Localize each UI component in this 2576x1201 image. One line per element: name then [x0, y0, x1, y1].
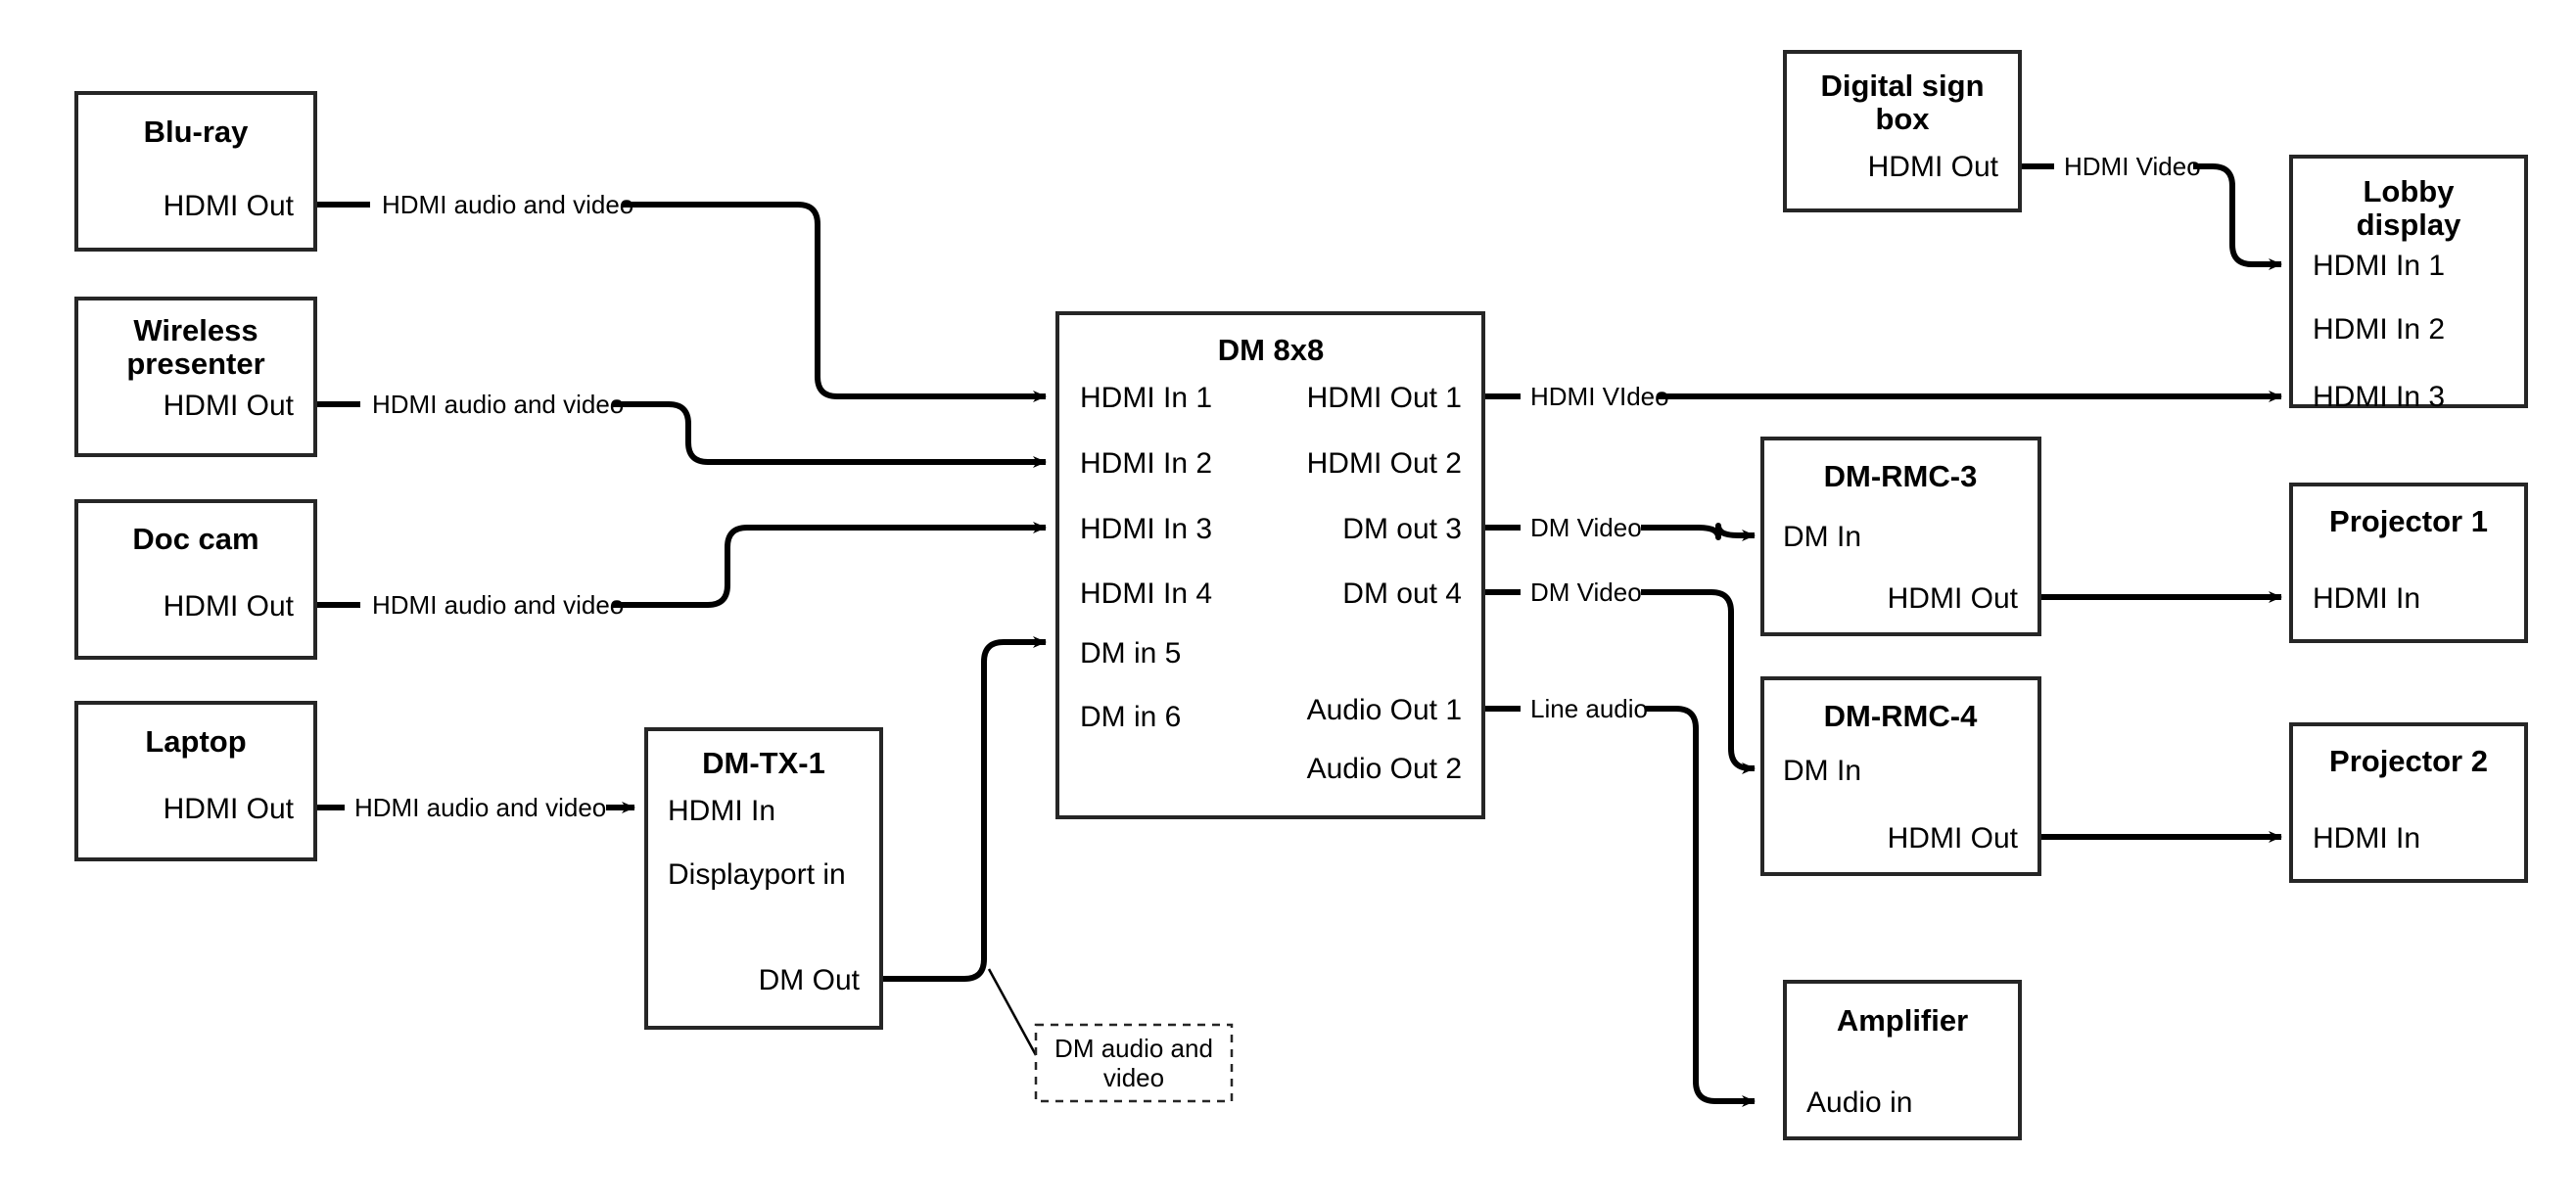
node-doc-cam-title: Doc cam — [132, 522, 258, 556]
edge-wireless-to-dm8x8: HDMI audio and video — [315, 390, 1046, 462]
callout-dm-audio-and-video-box — [1034, 1023, 1234, 1103]
node-dm-tx-1[interactable]: DM-TX-1 HDMI In Displayport in DM Out — [644, 727, 883, 1030]
node-lobby-display-box[interactable] — [2289, 155, 2528, 408]
node-dm-8x8[interactable]: DM 8x8 HDMI In 1 HDMI In 2 HDMI In 3 HDM… — [1055, 311, 1485, 819]
node-bluray[interactable]: Blu-ray HDMI Out — [74, 91, 317, 252]
node-lobby-display-port-hdmi-in-1: HDMI In 1 — [2313, 250, 2445, 282]
node-projector-1-port-hdmi-in: HDMI In — [2313, 582, 2420, 615]
node-dm-tx-1-box[interactable] — [644, 727, 883, 1030]
node-dm-rmc-3[interactable]: DM-RMC-3 DM In HDMI Out — [1760, 437, 2041, 636]
node-dm-8x8-port-audio-out-1: Audio Out 1 — [1307, 694, 1462, 726]
node-projector-1-title: Projector 1 — [2329, 504, 2488, 538]
node-dm-tx-1-port-hdmi-in: HDMI In — [668, 795, 775, 827]
node-laptop[interactable]: Laptop HDMI Out — [74, 701, 317, 861]
edge-bluray-to-dm8x8: HDMI audio and video — [315, 190, 1046, 396]
node-dm-rmc-4[interactable]: DM-RMC-4 DM In HDMI Out — [1760, 676, 2041, 876]
edge-label-e7: HDMI VIdeo — [1530, 382, 1669, 411]
node-laptop-title: Laptop — [145, 724, 246, 759]
node-amplifier-title: Amplifier — [1837, 1003, 1968, 1038]
edge-label-e6: HDMI Video — [2064, 152, 2201, 181]
node-lobby-display[interactable]: Lobby display HDMI In 1 HDMI In 2 HDMI I… — [2289, 155, 2528, 413]
node-dm-tx-1-port-displayport-in: Displayport in — [668, 858, 846, 891]
node-lobby-display-title-line1: Lobby — [2364, 174, 2456, 208]
callout-leader-line — [987, 968, 1038, 1056]
node-dm-rmc-3-title: DM-RMC-3 — [1824, 459, 1978, 493]
node-lobby-display-title-line2: display — [2357, 208, 2462, 242]
node-dm-tx-1-port-dm-out: DM Out — [759, 964, 861, 996]
node-dm-8x8-port-dm-in-5: DM in 5 — [1080, 637, 1181, 670]
node-dm-rmc-3-port-dm-in: DM In — [1783, 521, 1861, 553]
node-dm-8x8-port-dm-out-3: DM out 3 — [1342, 513, 1462, 545]
node-dm-8x8-port-hdmi-in-1: HDMI In 1 — [1080, 382, 1212, 414]
node-projector-1[interactable]: Projector 1 HDMI In — [2289, 483, 2528, 643]
node-wireless-presenter-box[interactable] — [74, 297, 317, 457]
edge-label-e2: HDMI audio and video — [372, 390, 624, 419]
node-bluray-box[interactable] — [74, 91, 317, 252]
node-digital-sign-box-title-line1: Digital sign — [1820, 69, 1984, 103]
edge-label-e1: HDMI audio and video — [382, 190, 633, 219]
edge-dm8x8-to-lobby: HDMI VIdeo — [1481, 382, 2281, 411]
node-digital-sign-box-port-hdmi-out: HDMI Out — [1868, 151, 1999, 183]
callout-dm-audio-and-video-line1: DM audio and — [1054, 1034, 1213, 1063]
node-amplifier[interactable]: Amplifier Audio in — [1783, 980, 2022, 1140]
node-amplifier-port-audio-in: Audio in — [1806, 1086, 1912, 1119]
node-dm-8x8-port-dm-out-4: DM out 4 — [1342, 577, 1462, 610]
edge-dm8x8-to-rmc4: DM Video — [1481, 577, 1755, 768]
node-wireless-presenter-port-hdmi-out: HDMI Out — [164, 390, 295, 422]
node-dm-8x8-port-hdmi-in-2: HDMI In 2 — [1080, 447, 1212, 480]
edge-doccam-to-dm8x8: HDMI audio and video — [315, 528, 1046, 620]
node-dm-rmc-4-port-dm-in: DM In — [1783, 755, 1861, 787]
node-digital-sign-box-title-line2: box — [1875, 102, 1930, 136]
edge-label-e10: Line audio — [1530, 694, 1648, 723]
node-projector-2-title: Projector 2 — [2329, 744, 2488, 778]
edge-dm8x8-to-amp: Line audio — [1481, 694, 1755, 1101]
node-digital-sign-box[interactable]: Digital sign box HDMI Out — [1783, 50, 2022, 212]
node-laptop-box[interactable] — [74, 701, 317, 861]
node-laptop-port-hdmi-out: HDMI Out — [164, 793, 295, 825]
node-dm-rmc-4-port-hdmi-out: HDMI Out — [1888, 822, 2019, 855]
node-doc-cam-port-hdmi-out: HDMI Out — [164, 590, 295, 623]
node-bluray-title: Blu-ray — [144, 115, 250, 149]
node-wireless-presenter[interactable]: Wireless presenter HDMI Out — [74, 297, 317, 457]
callout-dm-audio-and-video: DM audio and video — [1034, 1023, 1234, 1103]
edge-laptop-to-dmtx1: HDMI audio and video — [315, 793, 634, 822]
node-projector-2[interactable]: Projector 2 HDMI In — [2289, 722, 2528, 883]
callout-dm-audio-and-video-line2: video — [1103, 1063, 1164, 1092]
node-projector-1-box[interactable] — [2289, 483, 2528, 643]
node-dm-tx-1-title: DM-TX-1 — [702, 746, 825, 780]
node-lobby-display-port-hdmi-in-2: HDMI In 2 — [2313, 313, 2445, 346]
node-digital-sign-box-box[interactable] — [1783, 50, 2022, 212]
edge-signbox-to-lobby: HDMI Video — [2020, 152, 2281, 264]
edge-label-e9: DM Video — [1530, 577, 1642, 607]
node-dm-8x8-box[interactable] — [1055, 311, 1485, 819]
node-dm-8x8-port-hdmi-out-2: HDMI Out 2 — [1307, 447, 1462, 480]
node-dm-8x8-port-hdmi-out-1: HDMI Out 1 — [1307, 382, 1462, 414]
edge-label-e4: HDMI audio and video — [354, 793, 606, 822]
node-dm-rmc-3-port-hdmi-out: HDMI Out — [1888, 582, 2019, 615]
node-doc-cam-box[interactable] — [74, 499, 317, 660]
node-lobby-display-port-hdmi-in-3: HDMI In 3 — [2313, 381, 2445, 413]
node-doc-cam[interactable]: Doc cam HDMI Out — [74, 499, 317, 660]
node-dm-8x8-title: DM 8x8 — [1218, 333, 1325, 367]
node-projector-2-port-hdmi-in: HDMI In — [2313, 822, 2420, 855]
node-dm-rmc-3-box[interactable] — [1760, 437, 2041, 636]
node-dm-rmc-4-box[interactable] — [1760, 676, 2041, 876]
node-projector-2-box[interactable] — [2289, 722, 2528, 883]
edge-label-e8: DM Video — [1530, 513, 1642, 542]
node-dm-rmc-4-title: DM-RMC-4 — [1824, 699, 1978, 733]
node-dm-8x8-port-hdmi-in-4: HDMI In 4 — [1080, 577, 1212, 610]
edge-dm8x8-to-rmc3: DM Video — [1481, 513, 1755, 542]
node-bluray-port-hdmi-out: HDMI Out — [164, 190, 295, 222]
node-dm-8x8-port-dm-in-6: DM in 6 — [1080, 701, 1181, 733]
node-amplifier-box[interactable] — [1783, 980, 2022, 1140]
node-dm-8x8-port-hdmi-in-3: HDMI In 3 — [1080, 513, 1212, 545]
edge-label-e3: HDMI audio and video — [372, 590, 624, 620]
edge-dmtx1-to-dm8x8 — [881, 636, 1047, 982]
node-wireless-presenter-title-line2: presenter — [126, 346, 264, 381]
node-wireless-presenter-title-line1: Wireless — [133, 313, 258, 347]
node-dm-8x8-port-audio-out-2: Audio Out 2 — [1307, 753, 1462, 785]
